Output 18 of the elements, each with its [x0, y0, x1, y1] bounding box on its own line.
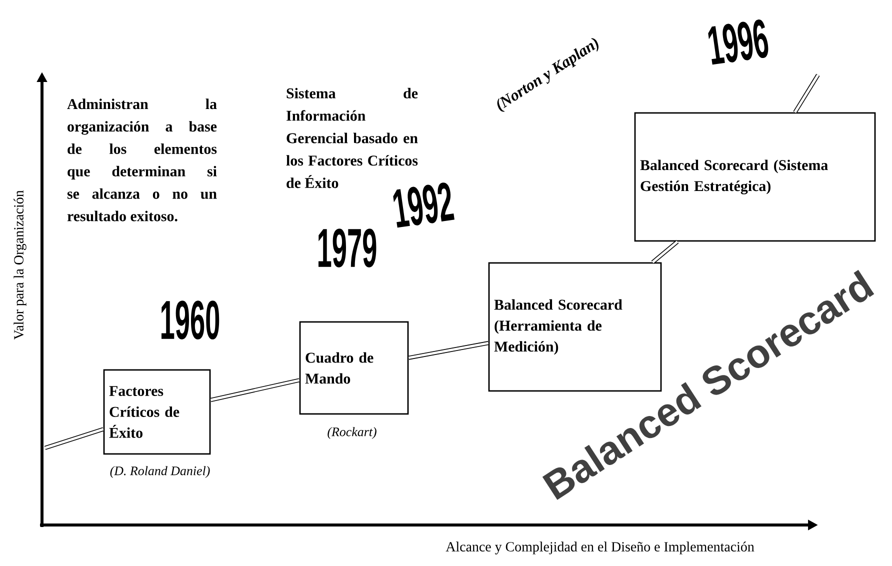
year-label: 1996	[708, 20, 768, 65]
author-caption: (D. Roland Daniel)	[110, 466, 210, 478]
author-caption: (Rockart)	[328, 427, 376, 439]
curve-line	[210, 378, 300, 402]
year-label: 1992	[393, 182, 454, 228]
curve-line	[793, 74, 820, 114]
axis-title: Alcance y Complejidad en el Diseño e Implementación	[446, 542, 754, 554]
stage-box: Balanced Scorecard (Herramienta de Medición)	[488, 262, 662, 392]
year-label: 1979	[318, 228, 376, 268]
stage-box: Balanced Scorecard (Sistema Gestión Estratégica)	[634, 112, 876, 242]
curve-line	[44, 427, 104, 450]
stage-box: Factores Críticos de Éxito	[103, 369, 211, 455]
curve-line	[408, 341, 489, 360]
curve-line	[651, 240, 679, 264]
description-text: Administran la organización a base de los elementos que determinan si se alcanza o no un resultado exitoso.	[67, 98, 217, 222]
year-label: 1960	[162, 300, 220, 340]
stage-box: Cuadro de Mando	[299, 321, 409, 415]
axis-title: Valor para la Organización	[14, 190, 26, 340]
